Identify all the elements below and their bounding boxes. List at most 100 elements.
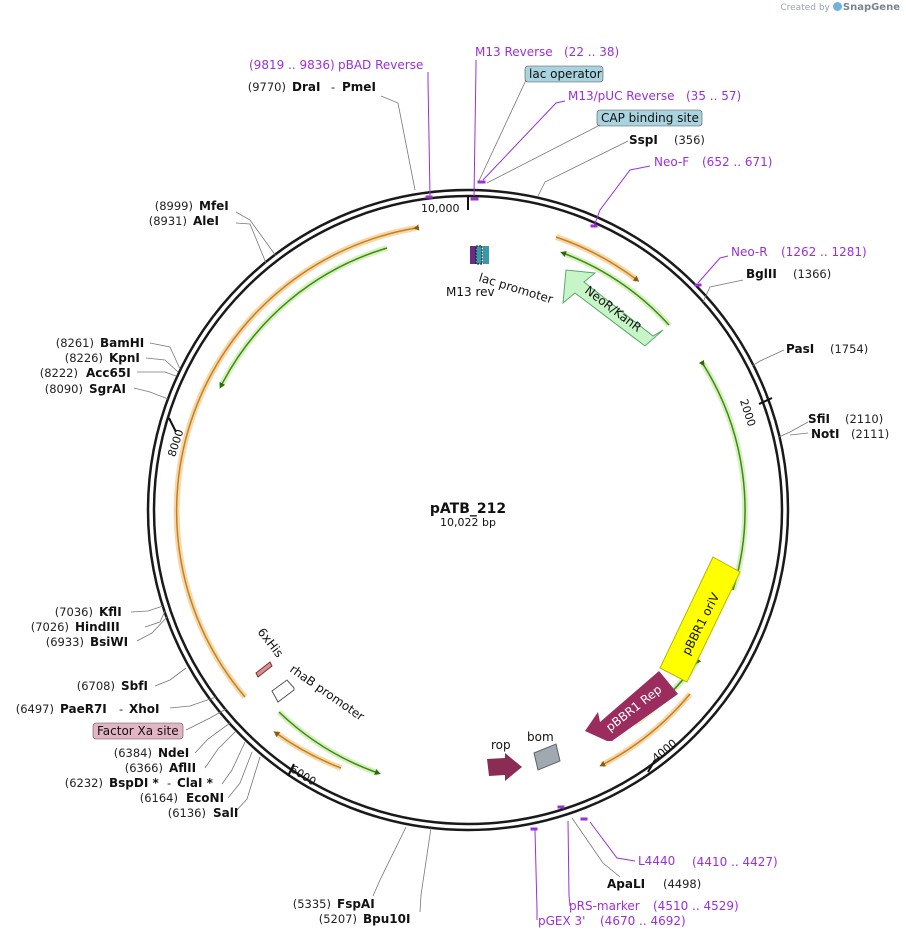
site-clai-name: ClaI * (177, 776, 214, 790)
watermark-prefix: Created by (780, 3, 830, 13)
site-paer7i-name: PaeR7I (60, 702, 107, 716)
primer-m13-reverse-range: (22 .. 38) (564, 45, 619, 59)
pbbr1-oriv-feature (659, 556, 741, 683)
tick-label-4000: 4000 (650, 737, 680, 765)
site-noti-name: NotI (811, 427, 840, 441)
site-sbfi-name: SbfI (121, 679, 148, 693)
site-bpu10i-name: Bpu10I (363, 912, 410, 926)
site-fspai-name: FspAI (337, 897, 375, 911)
site-sspi-name: SspI (629, 133, 658, 147)
snapgene-watermark: Created by SnapGene (780, 2, 900, 13)
primer-l4440-range: (4410 .. 4427) (692, 855, 778, 869)
plasmid-length: 10,022 bp (440, 516, 496, 529)
site-dra-pme-sep: - (331, 80, 335, 94)
primer-neo-r-range: (1262 .. 1281) (781, 245, 867, 259)
m13-rev-label: M13 rev (446, 285, 495, 299)
site-xhoi-name: XhoI (129, 702, 160, 716)
primer-pgex3-range: (4670 .. 4692) (600, 914, 686, 928)
site-kfli-name: KflI (99, 605, 122, 619)
site-drai-name: DraI (292, 80, 320, 94)
site-econi-name: EcoNI (186, 791, 224, 805)
bom-label: bom (527, 730, 554, 744)
site-apali-pos: (4498) (663, 877, 701, 891)
rhab-promoter-feature (271, 679, 295, 703)
cap-binding-site-box (596, 109, 703, 127)
site-alei-pos: (8931) (149, 214, 187, 228)
site-paer-xho-pos: (6497) (16, 702, 54, 716)
site-bsiwi-pos: (6933) (46, 635, 84, 649)
rop-feature (487, 753, 522, 781)
primer-prs-marker-range: (4510 .. 4529) (653, 899, 739, 913)
site-ndei-name: NdeI (158, 746, 189, 760)
primer-neo-r-name: Neo-R (731, 245, 768, 259)
site-bspd-cla-sep: - (167, 776, 171, 790)
site-pasi-pos: (1754) (830, 342, 868, 356)
site-bpu10i-pos: (5207) (319, 912, 357, 926)
primer-l4440-name: L4440 (638, 854, 675, 868)
site-alei-name: AleI (193, 214, 219, 228)
rhab-promoter-label: rhaB promoter (287, 662, 367, 724)
feature-shapes (255, 245, 741, 781)
primer-prs-marker-name: pRS-marker (569, 899, 640, 913)
lac-operator-box-label: lac operator (529, 67, 602, 81)
primer-neo-f-name: Neo-F (654, 155, 689, 169)
site-sspi-pos: (356) (674, 133, 705, 147)
plasmid-name: pATB_212 (430, 501, 506, 517)
site-bamhi-name: BamHI (100, 336, 144, 350)
site-bspd-cla-pos: (6232) (65, 776, 103, 790)
site-hindiii-name: HindIII (75, 620, 120, 634)
watermark-brand: SnapGene (842, 2, 900, 13)
site-kpni-pos: (8226) (65, 351, 103, 365)
rop-label: rop (491, 738, 511, 752)
site-acc65i-pos: (8222) (40, 366, 78, 380)
cap-binding-site-box-label: CAP binding site (601, 111, 699, 125)
primer-m13-puc-reverse-range: (35 .. 57) (686, 89, 741, 103)
site-leader-lines (130, 79, 809, 913)
site-dra-pme-pos: (9770) (248, 80, 286, 94)
site-ndei-pos: (6384) (114, 746, 152, 760)
site-bglii-pos: (1366) (793, 267, 831, 281)
site-sfii-name: SfiI (808, 412, 830, 426)
factor-xa-site-box-label: Factor Xa site (97, 724, 179, 738)
site-sali-pos: (6136) (168, 806, 206, 820)
site-hindiii-pos: (7026) (31, 620, 69, 634)
site-sbfi-pos: (6708) (77, 679, 115, 693)
primer-lines (425, 60, 729, 920)
pbbr1-rep-feature (585, 671, 678, 741)
tick-label-2000: 2000 (737, 397, 758, 428)
tick-label-10000: 10,000 (421, 202, 460, 215)
site-sali-name: SalI (213, 806, 238, 820)
site-kfli-pos: (7036) (55, 605, 93, 619)
site-fspai-pos: (5335) (293, 897, 331, 911)
site-mfei-pos: (8999) (155, 199, 193, 213)
neor-kanr-feature (562, 269, 664, 347)
snapgene-logo-icon (832, 2, 842, 11)
lac-operator-feature (475, 245, 483, 265)
site-sgrai-name: SgrAI (89, 382, 126, 396)
site-sfii-pos: (2110) (845, 412, 883, 426)
site-sgrai-pos: (8090) (45, 382, 83, 396)
factor-xa-site-box (92, 722, 184, 740)
6xhis-label: 6xHis (255, 625, 287, 660)
site-pasi-name: PasI (786, 342, 814, 356)
lac-promoter-feature (483, 246, 489, 264)
left-restriction-sites: (8999) MfeI (8931) AleI (8261) BamHI (82… (31, 199, 411, 926)
site-kpni-name: KpnI (109, 351, 140, 365)
site-bspdi-name: BspDI * (109, 776, 159, 790)
primer-m13-reverse-name: M13 Reverse (475, 45, 553, 59)
bom-feature (533, 743, 561, 771)
site-apali-name: ApaLI (607, 877, 645, 891)
site-acc65i-name: Acc65I (86, 366, 131, 380)
right-restriction-sites: SspI (356) BglII (1366) PasI (1754) SfiI… (607, 133, 889, 891)
compound-restriction-sites: (9770) DraI - PmeI (6497) PaeR7I - XhoI … (16, 80, 376, 790)
site-bsiwi-name: BsiWI (90, 635, 128, 649)
m13-rev-feature (470, 246, 476, 264)
site-noti-pos: (2111) (851, 427, 889, 441)
site-mfei-name: MfeI (199, 199, 229, 213)
site-aflii-pos: (6366) (125, 761, 163, 775)
site-bamhi-pos: (8261) (56, 336, 94, 350)
primer-neo-f-range: (652 .. 671) (702, 155, 772, 169)
primer-pgex3-name: pGEX 3' (538, 914, 585, 928)
site-econi-pos: (6164) (140, 791, 178, 805)
